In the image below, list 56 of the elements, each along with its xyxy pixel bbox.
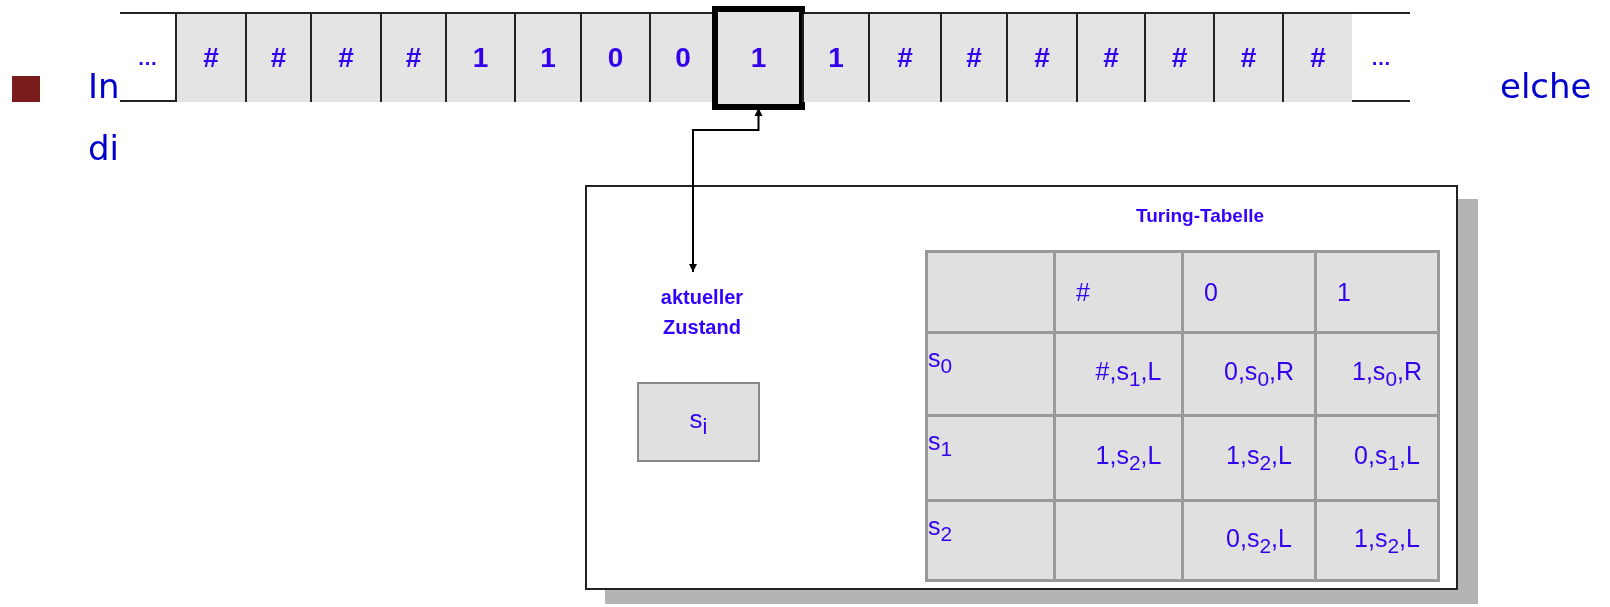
tape-symbol: # [1171,42,1188,74]
tape-cell [940,14,1006,102]
tape-cell [868,14,940,102]
table-cell: 1 [1317,253,1437,331]
state-box: s$_{i}$ [637,382,760,462]
tape-symbol: … [1371,46,1391,70]
table-title: Turing-Tabelle [1134,205,1266,227]
tape-cell [1006,14,1076,102]
tape-cell [175,14,245,102]
tape-symbol: # [897,42,913,74]
tape-symbol: # [966,42,982,74]
tape-cell [1076,14,1144,102]
table-cell: 0,s$_{0}$,R [1184,334,1314,414]
slide-text: di [88,128,120,168]
tape-symbol: 0 [675,42,691,74]
tape-symbol: 1 [828,42,844,74]
tape-cell [580,14,649,102]
tape-cell [310,14,380,102]
tape-cell [245,14,310,102]
tape-symbol: … [137,46,158,70]
tape-symbol: 0 [607,42,624,74]
tape-symbol: # [338,42,354,74]
tape-cell [1282,14,1352,102]
tape-cell [802,14,868,102]
tape-cell [514,14,580,102]
tape-cell [1144,14,1213,102]
tape-symbol: # [1103,42,1119,74]
table-cell: s$_{0}$ [928,334,1053,414]
slide-text: In [88,66,120,106]
tape-cell [649,14,715,102]
tape-symbol: 1 [540,42,556,74]
state-heading: aktueller Zustand [627,282,777,342]
tape-symbol: # [405,42,422,74]
tape-cell [380,14,445,102]
table-cell: 0,s$_{1}$,L [1317,417,1437,499]
tape-symbol: # [1310,42,1326,74]
tape-symbol: 1 [750,42,767,74]
tape-symbol: # [1240,42,1257,74]
read-head-cell [712,6,805,110]
table-cell: 0,s$_{2}$,L [1184,502,1314,579]
table-cell: 1,s$_{2}$,L [1317,502,1437,579]
tape-cell [445,14,514,102]
slide-text: elche [1500,66,1592,106]
table-cell: s$_{2}$ [928,502,1053,579]
table-cell: #,s$_{1}$,L [1056,334,1181,414]
table-cell: 0 [1184,253,1314,331]
table-cell: s$_{1}$ [928,417,1053,499]
tape-cell [1213,14,1282,102]
table-cell: 1,s$_{2}$,L [1184,417,1314,499]
tape-symbol: # [1034,42,1050,74]
tape-symbol: 1 [472,42,489,74]
tape-symbol: # [203,42,219,74]
table-cell: 1,s$_{2}$,L [1056,417,1181,499]
table-cell: 1,s$_{0}$,R [1317,334,1437,414]
tape-symbol: # [270,42,287,74]
table-cell: # [1056,253,1181,331]
